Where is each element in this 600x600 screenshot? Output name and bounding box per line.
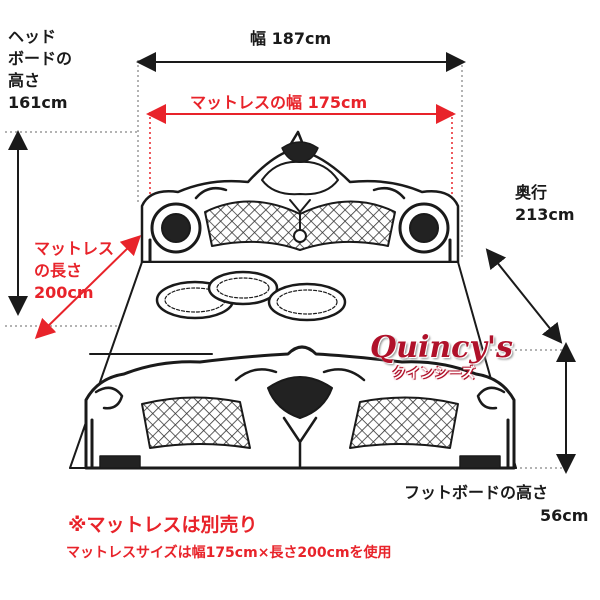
brand-kana: クインシーズ [392,366,476,382]
width-label: 幅 187cm [250,29,332,48]
depth-label: 奥行 213cm [515,183,575,224]
footboard-height-label: フットボードの高さ [404,483,549,502]
headboard [140,130,460,264]
mattress-size-note: マットレスサイズは幅175cm×長さ200cmを使用 [66,545,392,561]
brand-logo: Quincy's クインシーズ [370,330,513,383]
sold-separately-note: ※マットレスは別売り [68,514,258,536]
brand-name: Quincy's [370,330,513,365]
mattress-width-label: マットレスの幅 175cm [190,93,368,112]
footboard [84,345,516,470]
bed-illustration [69,130,517,470]
mattress-length-label: マットレス の長さ 200cm [34,239,115,302]
depth-arrow [485,248,563,344]
mattress-length-arrow [34,235,142,339]
footboard-height-value: 56cm [540,506,589,525]
pillows [155,270,347,322]
headboard-height-label: ヘッド ボードの 高さ 161cm [8,27,73,112]
